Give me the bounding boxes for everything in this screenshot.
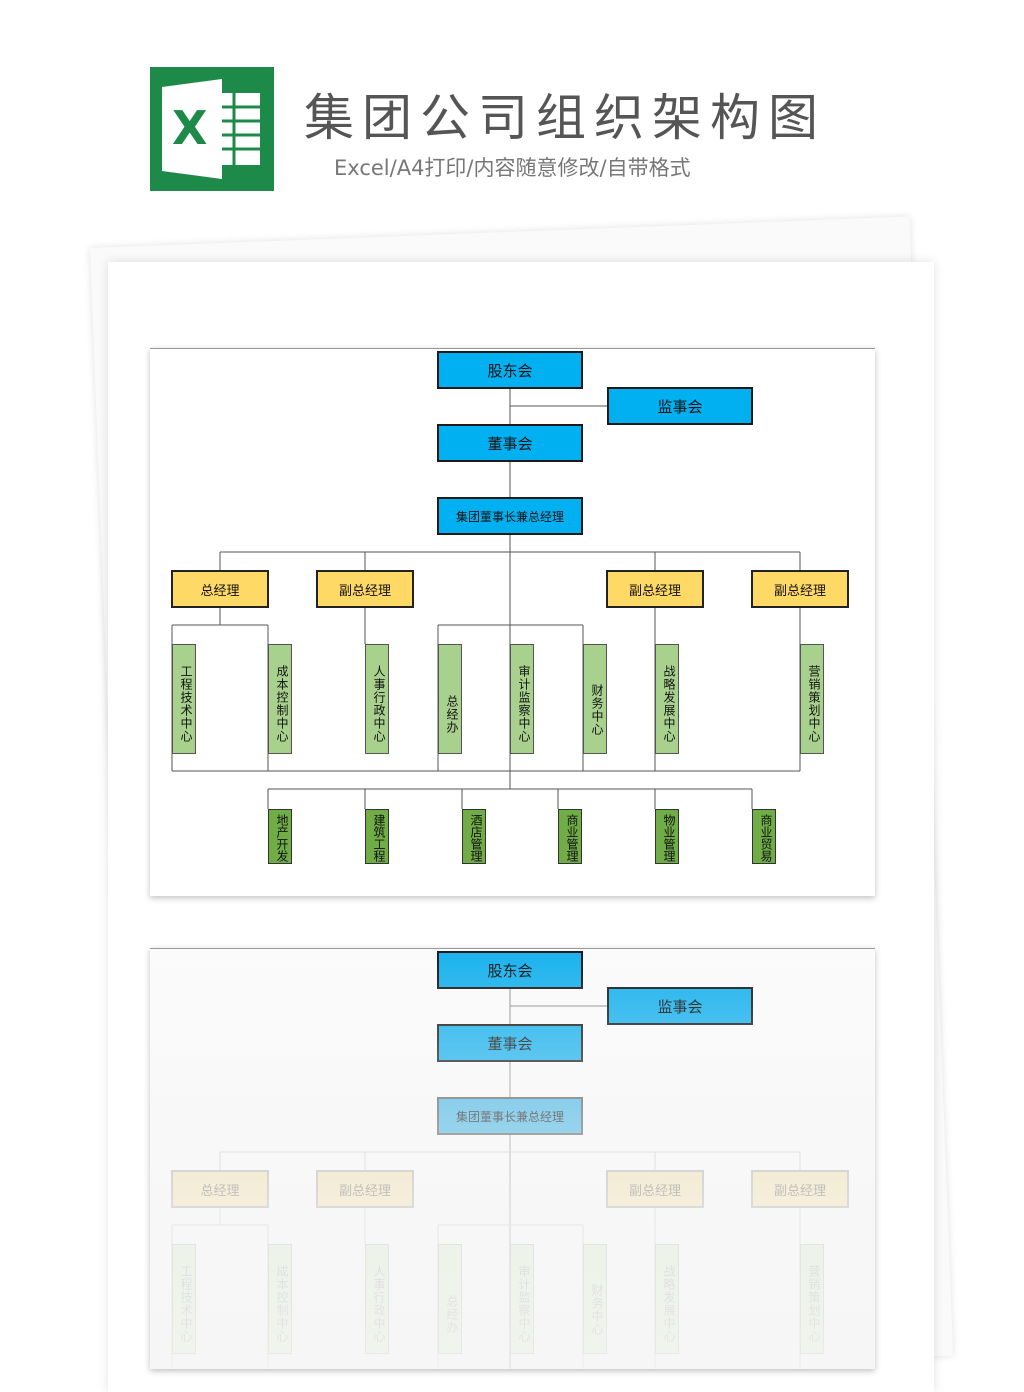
center-node: 工程技术中心 [172,644,196,754]
connector-lines [171,389,801,809]
manager-node: 副总经理 [751,570,849,608]
center-node: 成本控制中心 [268,644,292,754]
manager-node: 副总经理 [751,1170,849,1208]
center-node: 营销策划中心 [800,644,824,754]
board-node: 董事会 [437,1024,583,1062]
chairman-node: 集团董事长兼总经理 [437,497,583,535]
manager-node: 副总经理 [606,1170,704,1208]
center-node: 财务中心 [583,644,607,754]
center-node: 人事行政中心 [365,644,389,754]
supervisors-node: 监事会 [607,987,753,1025]
logo-letter: X [172,101,208,155]
center-node: 总经办 [438,1244,462,1354]
manager-node: 总经理 [171,570,269,608]
manager-node: 副总经理 [316,1170,414,1208]
chairman-node: 集团董事长兼总经理 [437,1097,583,1135]
center-node: 战略发展中心 [655,1244,679,1354]
center-node: 营销策划中心 [800,1244,824,1354]
subsidiary-node: 商业管理 [558,809,582,864]
supervisors-node: 监事会 [607,387,753,425]
manager-node: 总经理 [171,1170,269,1208]
center-node: 工程技术中心 [172,1244,196,1354]
org-chart-sheet-preview: 股东会 监事会 董事会 集团董事长兼总经理 总经理 副总经理 副总经理 副总经理… [150,948,875,1369]
page-title: 集团公司组织架构图 [304,89,826,147]
manager-node: 副总经理 [606,570,704,608]
center-node: 审计监察中心 [510,644,534,754]
center-node: 成本控制中心 [268,1244,292,1354]
subsidiary-node: 建筑工程 [365,809,389,864]
manager-node: 副总经理 [316,570,414,608]
excel-logo-icon: X [150,67,274,191]
org-chart-sheet: 股东会 监事会 董事会 集团董事长兼总经理 总经理 副总经理 副总经理 副总经理… [150,348,875,896]
shareholders-node: 股东会 [437,351,583,389]
center-node: 财务中心 [583,1244,607,1354]
center-node: 审计监察中心 [510,1244,534,1354]
center-node: 战略发展中心 [655,644,679,754]
center-node: 总经办 [438,644,462,754]
subsidiary-node: 酒店管理 [462,809,486,864]
subsidiary-node: 物业管理 [655,809,679,864]
shareholders-node: 股东会 [437,951,583,989]
page-subtitle: Excel/A4打印/内容随意修改/自带格式 [334,156,691,180]
subsidiary-node: 地产开发 [268,809,292,864]
board-node: 董事会 [437,424,583,462]
center-node: 人事行政中心 [365,1244,389,1354]
subsidiary-node: 商业贸易 [752,809,776,864]
